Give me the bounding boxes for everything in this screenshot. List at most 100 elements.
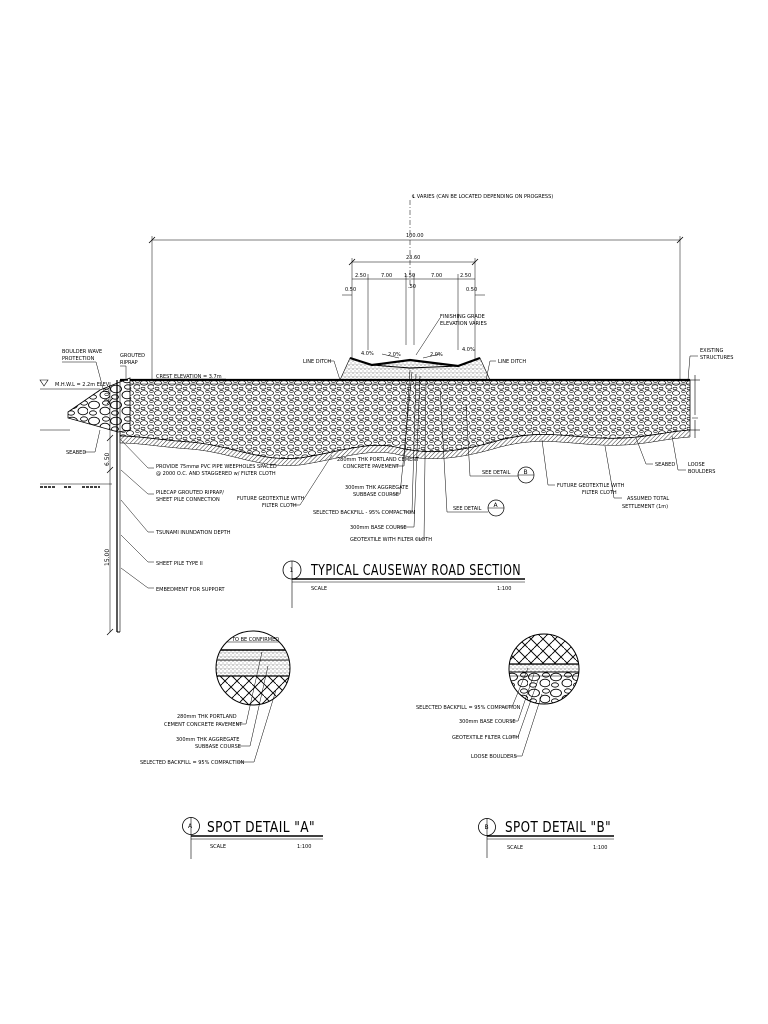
svg-text:2.0%: 2.0% (388, 352, 401, 358)
svg-text:LINE DITCH: LINE DITCH (303, 359, 331, 365)
svg-text:BOULDER WAVE: BOULDER WAVE (62, 349, 102, 355)
svg-text:SPOT DETAIL "B": SPOT DETAIL "B" (505, 818, 611, 836)
svg-text:SETTLEMENT (1m): SETTLEMENT (1m) (622, 504, 668, 510)
svg-text:7.00: 7.00 (431, 273, 442, 279)
center-callouts: FUTURE GEOTEXTILE WITH FILTER CLOTH 280m… (237, 369, 432, 543)
svg-text:LOOSE BOULDERS: LOOSE BOULDERS (471, 754, 517, 760)
svg-text:1: 1 (290, 567, 294, 574)
svg-text:15.00: 15.00 (104, 549, 111, 566)
svg-text:SCALE: SCALE (210, 844, 226, 850)
svg-text:ASSUMED TOTAL: ASSUMED TOTAL (627, 496, 669, 502)
svg-text:SELECTED BACKFILL = 95% COMPAC: SELECTED BACKFILL = 95% COMPACTION (416, 705, 521, 711)
section-title-block: 1 TYPICAL CAUSEWAY ROAD SECTION SCALE 1:… (282, 560, 525, 608)
svg-text:PILECAP GROUTED RIPRAP/: PILECAP GROUTED RIPRAP/ (156, 490, 224, 496)
svg-text:FILTER CLOTH: FILTER CLOTH (262, 503, 297, 509)
svg-text:SELECTED BACKFILL - 95% COMPAC: SELECTED BACKFILL - 95% COMPACTION (313, 510, 415, 516)
carriageway-dimension: 23.60 (348, 255, 479, 266)
svg-text:SELECTED BACKFILL = 95% COMPAC: SELECTED BACKFILL = 95% COMPACTION (140, 760, 245, 766)
top-centerline-note: ℄ VARIES (CAN BE LOCATED DEPENDING ON PR… (409, 194, 553, 290)
svg-text:1.50: 1.50 (404, 273, 415, 279)
svg-text:CREST ELEVATION = 3.7m: CREST ELEVATION = 3.7m (156, 374, 222, 380)
line-ditch-left: LINE DITCH (303, 359, 341, 381)
svg-text:℄ VARIES (CAN BE LOCATED DEPEN: ℄ VARIES (CAN BE LOCATED DEPENDING ON PR… (412, 194, 553, 200)
seabed-left-label: SEABED (66, 429, 101, 456)
svg-text:7.00: 7.00 (381, 273, 392, 279)
lane-dimensions: 2.50 7.00 1.50 7.00 2.50 0.50 .50 0.50 (342, 258, 485, 372)
svg-text:2.50: 2.50 (460, 273, 471, 279)
svg-text:0.50: 0.50 (345, 287, 356, 293)
line-ditch-right: LINE DITCH (485, 359, 526, 381)
svg-text:SUBBASE COURSE: SUBBASE COURSE (195, 744, 241, 750)
svg-text:ELEVATION VARIES: ELEVATION VARIES (440, 321, 487, 327)
svg-text:100.00: 100.00 (406, 233, 424, 239)
svg-text:STRUCTURES: STRUCTURES (700, 355, 733, 361)
see-detail-b[interactable]: SEE DETAIL B (465, 403, 535, 484)
finished-grade-label: FINISHING GRADE ELEVATION VARIES (415, 314, 487, 356)
svg-text:SUBBASE COURSE: SUBBASE COURSE (353, 492, 399, 498)
spot-detail-a-title: A SPOT DETAIL "A" SCALE 1:100 (182, 817, 323, 859)
svg-text:4.0%: 4.0% (462, 347, 475, 353)
svg-text:M.H.W.L = 2.2m ELEV.: M.H.W.L = 2.2m ELEV. (55, 382, 111, 388)
svg-text:PROVIDE 75mmø PVC PIPE WEEPHOL: PROVIDE 75mmø PVC PIPE WEEPHOLES SPACED (156, 464, 277, 470)
overall-dimension: 100.00 (148, 233, 684, 382)
sheet-pile (116, 380, 121, 633)
svg-text:@ 2000 O.C. AND STAGGERED w/ F: @ 2000 O.C. AND STAGGERED w/ FILTER CLOT… (156, 471, 276, 477)
svg-text:SHEET PILE TYPE II: SHEET PILE TYPE II (156, 561, 203, 567)
svg-text:TYPICAL CAUSEWAY ROAD SECTION: TYPICAL CAUSEWAY ROAD SECTION (310, 561, 521, 579)
svg-text:1:100: 1:100 (593, 845, 607, 851)
svg-text:TSUNAMI INUNDATION DEPTH: TSUNAMI INUNDATION DEPTH (155, 530, 231, 536)
svg-text:FUTURE GEOTEXTILE WITH: FUTURE GEOTEXTILE WITH (557, 483, 625, 489)
boulder-wave-label: BOULDER WAVE PROTECTION (62, 349, 105, 393)
svg-text:SEE DETAIL: SEE DETAIL (453, 506, 482, 512)
spot-detail-b-graphic (508, 633, 580, 705)
svg-text:280mm THK PORTLAND CEMENT: 280mm THK PORTLAND CEMENT (337, 457, 420, 463)
svg-text:SEABED: SEABED (655, 462, 675, 468)
svg-text:SEE DETAIL: SEE DETAIL (482, 470, 511, 476)
svg-text:FUTURE GEOTEXTILE WITH: FUTURE GEOTEXTILE WITH (237, 496, 305, 502)
svg-text:CEMENT CONCRETE PAVEMENT: CEMENT CONCRETE PAVEMENT (164, 722, 243, 728)
right-callouts: EXISTING STRUCTURES SEABED LOOSE BOULDER… (541, 348, 733, 510)
svg-text:300mm BASE COURSE: 300mm BASE COURSE (459, 719, 516, 725)
svg-text:SHEET PILE CONNECTION: SHEET PILE CONNECTION (156, 497, 220, 503)
left-height-dimensions: 2.00 6.50 15.00 (104, 382, 114, 636)
crest-elevation-label: CREST ELEVATION = 3.7m (156, 374, 226, 380)
svg-text:GROUTED: GROUTED (120, 353, 145, 359)
svg-text:6.50: 6.50 (104, 452, 111, 466)
svg-text:GEOTEXTILE WITH FILTER CLOTH: GEOTEXTILE WITH FILTER CLOTH (350, 537, 432, 543)
svg-text:300mm THK AGGREGATE: 300mm THK AGGREGATE (345, 485, 408, 491)
svg-text:SCALE: SCALE (311, 586, 327, 592)
svg-text:.50: .50 (408, 284, 416, 290)
svg-text:0.50: 0.50 (466, 287, 477, 293)
grouted-riprap-label: GROUTED RIPRAP (120, 353, 145, 380)
svg-text:GEOTEXTILE FILTER CLOTH: GEOTEXTILE FILTER CLOTH (452, 735, 519, 741)
svg-text:1:100: 1:100 (497, 586, 511, 592)
svg-text:FINISHING GRADE: FINISHING GRADE (440, 314, 485, 320)
svg-text:1:100: 1:100 (297, 844, 311, 850)
svg-text:300mm THK AGGREGATE: 300mm THK AGGREGATE (176, 737, 239, 743)
svg-text:280mm THK PORTLAND: 280mm THK PORTLAND (177, 714, 237, 720)
svg-text:300mm BASE COURSE: 300mm BASE COURSE (350, 525, 407, 531)
spot-detail-b-labels: SELECTED BACKFILL = 95% COMPACTION 300mm… (416, 667, 543, 760)
svg-text:SCALE: SCALE (507, 845, 523, 851)
svg-text:BOULDERS: BOULDERS (688, 469, 715, 475)
see-detail-a[interactable]: SEE DETAIL A (439, 387, 505, 517)
svg-text:23.60: 23.60 (406, 255, 420, 261)
boulder-wave-protection (67, 377, 131, 433)
seabed-lines (40, 375, 700, 488)
svg-text:EXISTING: EXISTING (700, 348, 724, 354)
left-callouts: PROVIDE 75mmø PVC PIPE WEEPHOLES SPACED … (120, 439, 277, 593)
svg-text:B: B (485, 824, 489, 831)
svg-text:RIPRAP: RIPRAP (120, 360, 138, 366)
spot-detail-a-graphic: TO BE CONFIRMED (215, 630, 291, 706)
svg-text:LINE DITCH: LINE DITCH (498, 359, 526, 365)
svg-text:CONCRETE PAVEMENT: CONCRETE PAVEMENT (343, 464, 400, 470)
svg-text:A: A (494, 502, 499, 509)
spot-detail-b-title: B SPOT DETAIL "B" SCALE 1:100 (478, 818, 614, 858)
road-pavement (339, 356, 491, 381)
svg-text:EMBEDMENT FOR SUPPORT: EMBEDMENT FOR SUPPORT (156, 587, 226, 593)
svg-text:LOOSE: LOOSE (688, 462, 705, 468)
mhwl-label: M.H.W.L = 2.2m ELEV. (39, 379, 111, 390)
svg-text:B: B (524, 469, 528, 476)
slope-labels: 4.0% 2.0% 2.0% 4.0% (361, 347, 475, 359)
